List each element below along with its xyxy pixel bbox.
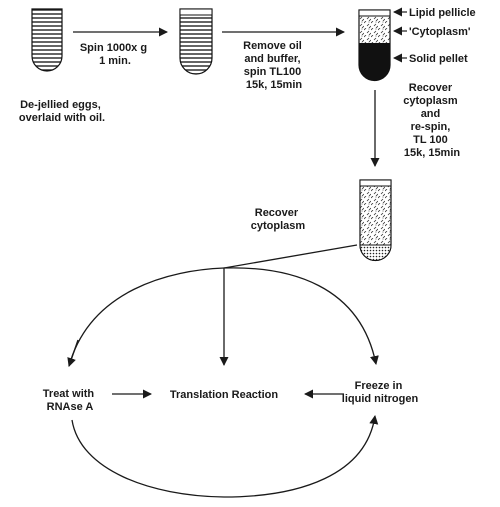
cycle-bottom-arc (71, 415, 379, 498)
lipid-label: Lipid pellicle (409, 7, 476, 19)
cytoplasm-layer-label: 'Cytoplasm' (409, 26, 471, 38)
cycle-left-start-arrow (67, 339, 79, 367)
cycle-left-label: Treat with RNAse A (43, 388, 97, 413)
spin1-label: Spin 1000x g 1 min. (80, 42, 150, 67)
cycle-top-arc (68, 267, 379, 367)
arrow-to-translation (219, 244, 358, 366)
spin2-label: Remove oil and buffer, spin TL100 15k, 1… (243, 40, 305, 91)
pellet-label: Solid pellet (409, 53, 468, 65)
cycle-center-label: Translation Reaction (170, 389, 278, 401)
tube-after-spin (179, 8, 213, 75)
eggs-label: De-jellied eggs, overlaid with oil. (19, 99, 105, 124)
tube-respun (359, 179, 392, 262)
tube-eggs (31, 8, 63, 72)
respin-label: Recover cytoplasm and re-spin, TL 100 15… (403, 82, 460, 159)
recover-label: Recover cytoplasm (251, 207, 306, 232)
tube-layered (358, 9, 391, 82)
cycle-right-label: Freeze in liquid nitrogen (342, 380, 419, 405)
